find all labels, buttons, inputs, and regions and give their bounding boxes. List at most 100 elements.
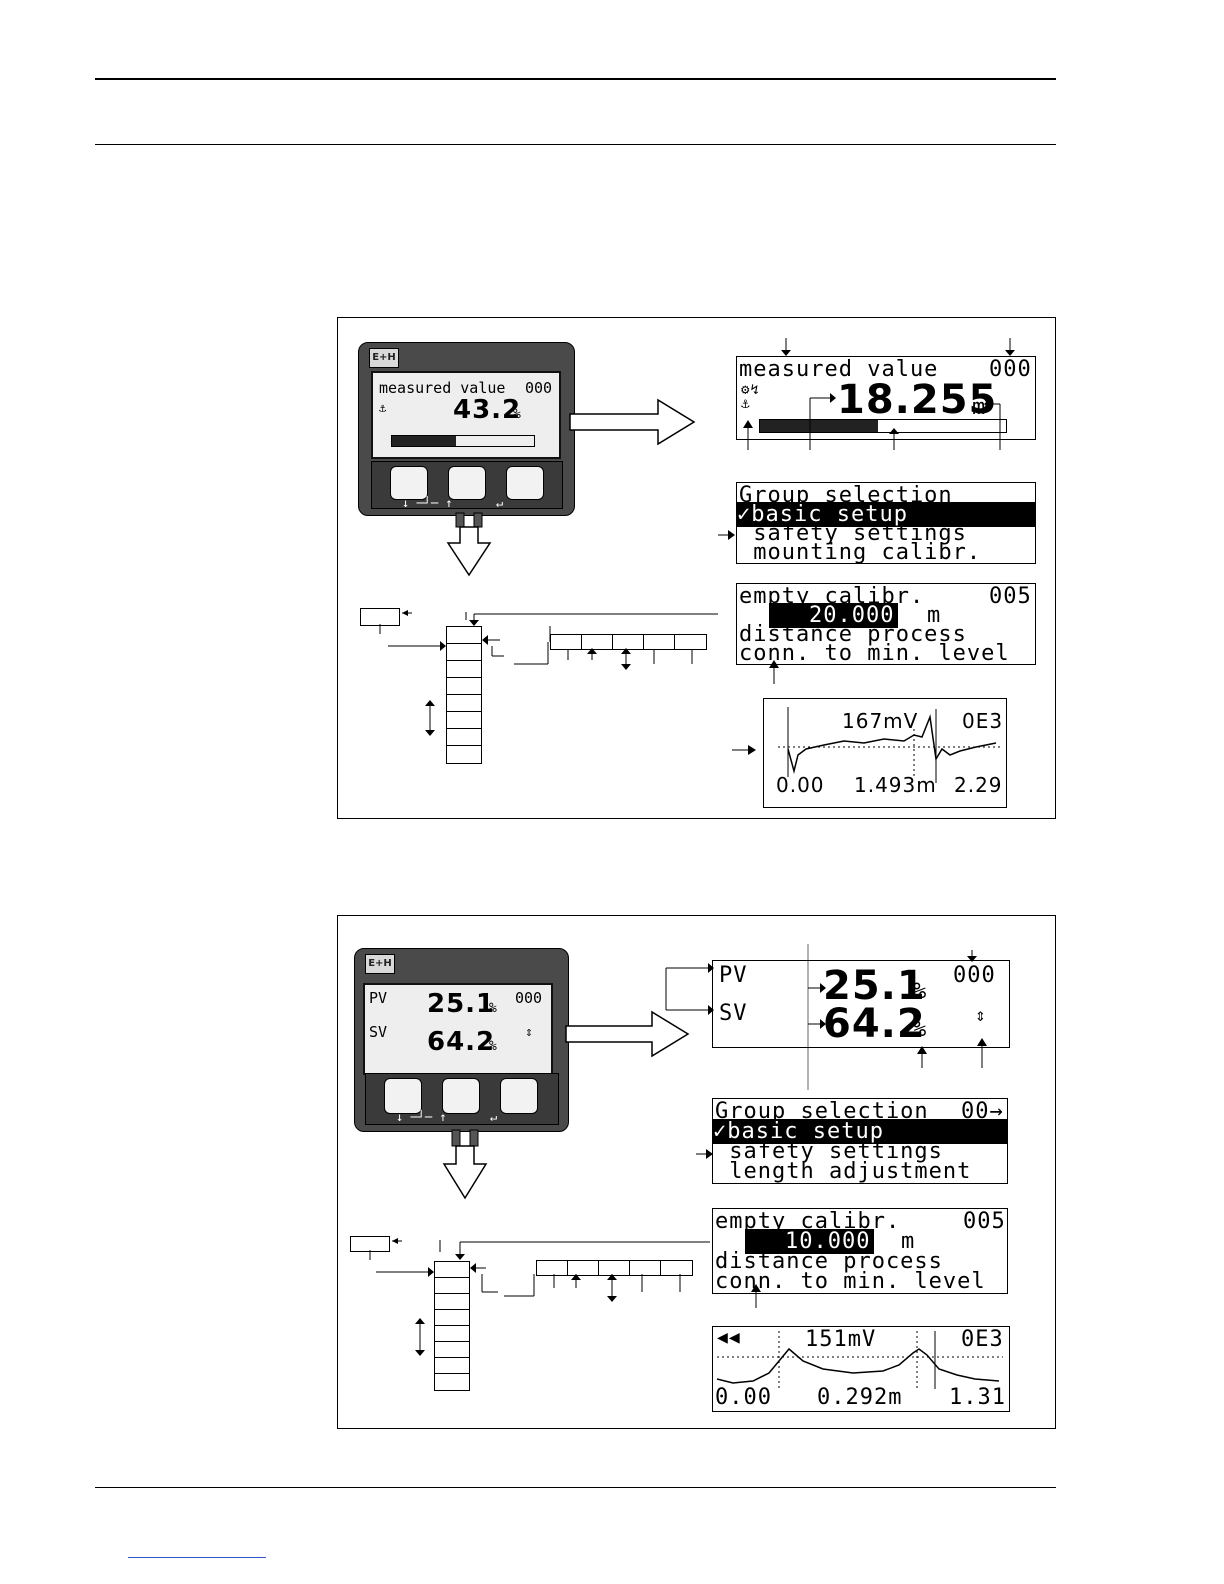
device-housing: E+H measured value 000 ⚓ 43.2 % ↓ ─┘─ ↑ … (358, 342, 575, 516)
key-symbols: ↓ ─┘─ ↑ ↵ (396, 1110, 498, 1124)
display-sv-unit: % (913, 1017, 928, 1042)
envelope-mid: 1.493m (854, 773, 937, 797)
group-pointer-icon (696, 1149, 713, 1159)
lcd-sv-value: 64.2 (427, 1027, 496, 1057)
envelope-code: 0E3 (962, 709, 1004, 733)
envelope-right: 2.29 (954, 773, 1003, 797)
lcd-sv-label: SV (369, 1023, 388, 1041)
footer-link-underline[interactable] (128, 1557, 266, 1558)
key-symbols: ↓ ─┘─ ↑ ↵ (402, 496, 504, 510)
empty-calibr-display: empty calibr. 005 10.000 m distance proc… (712, 1208, 1008, 1294)
envelope-curve-display: ◀◀ 151mV 0E3 0.00 0.292m 1.31 (712, 1326, 1010, 1412)
calibr-unit: m (901, 1229, 916, 1254)
menu-connectors (369, 1238, 710, 1356)
keypad: ↓ ─┘─ ↑ ↵ (365, 1073, 559, 1125)
header-rule-bottom (95, 144, 1056, 145)
calibr-code: 005 (989, 584, 1032, 609)
menu-row-cell (660, 1260, 693, 1276)
calibr-value[interactable]: 20.000 (769, 603, 899, 628)
envelope-left: 0.00 (776, 773, 825, 797)
group-item-length-adjustment[interactable]: length adjustment (715, 1159, 972, 1184)
menu-cell (434, 1373, 470, 1391)
envelope-signal: 151mV (805, 1327, 877, 1352)
device-housing: E+H PV 25.1 % 000 SV 64.2 % ⇕ ↓ ─┘─ ↑ ↵ (354, 948, 569, 1132)
header-rule-top (95, 78, 1056, 80)
device-lcd: PV 25.1 % 000 SV 64.2 % ⇕ (363, 983, 553, 1075)
pv-sv-display: PV 25.1 % 000 SV 64.2 % ⇕ (712, 960, 1010, 1048)
menu-connectors (379, 610, 718, 736)
group-item-mounting-calibr[interactable]: mounting calibr. (739, 540, 982, 564)
display-sv-label: SV (719, 1001, 748, 1026)
group-item-basic-setup[interactable]: ✓basic setup (737, 502, 1035, 527)
display-value: 18.255 (837, 377, 998, 423)
minus-key[interactable] (384, 1078, 422, 1114)
minus-key[interactable] (390, 466, 428, 500)
group-item-safety-settings[interactable]: safety settings (739, 521, 967, 546)
calibr-pointer-icon (751, 1284, 761, 1308)
envelope-pointer-icon (732, 745, 756, 755)
footer-rule (95, 1487, 1056, 1488)
display-status-icon: ⇕ (975, 1005, 987, 1026)
display-pv-value: 25.1 (823, 963, 926, 1009)
measured-value-display: measured value 000 ⚙↯⚓ 18.255 m (736, 356, 1036, 440)
menu-row-cell (674, 634, 707, 650)
lcd-pv-label: PV (369, 989, 388, 1007)
calibr-pointer-icon (769, 660, 779, 684)
display-sv-value: 64.2 (823, 1001, 926, 1047)
lcd-pv-unit: % (489, 1001, 497, 1016)
lcd-sv-unit: % (489, 1039, 497, 1054)
arrow-down-icon (442, 1129, 488, 1200)
arrow-down-icon (446, 512, 492, 577)
status-icons: ⚙↯⚓ (741, 382, 760, 412)
group-pointer-icon (718, 530, 735, 540)
display-pv-unit: % (913, 979, 928, 1004)
enter-key[interactable] (500, 1078, 538, 1114)
envelope-code: 0E3 (961, 1327, 1004, 1352)
calibr-unit: m (927, 603, 942, 628)
display-pv-label: PV (719, 963, 748, 988)
display-pointer-lines (665, 944, 987, 1090)
envelope-right: 1.31 (949, 1385, 1006, 1410)
display-pointer-lines (743, 338, 1015, 450)
group-item-safety-settings[interactable]: safety settings (715, 1139, 943, 1164)
lcd-value: 43.2 (453, 395, 522, 425)
lcd-status-icon: ⇕ (525, 1025, 533, 1040)
plus-key[interactable] (448, 466, 486, 500)
eh-logo: E+H (365, 954, 395, 974)
display-unit: m (972, 395, 987, 420)
figure-2: E+H PV 25.1 % 000 SV 64.2 % ⇕ ↓ ─┘─ ↑ ↵ … (337, 915, 1056, 1429)
calibr-code: 005 (963, 1209, 1006, 1234)
envelope-curve-display: 167mV 0E3 0.00 1.493m 2.29 (763, 698, 1007, 808)
calibr-line3: distance process (715, 1249, 943, 1274)
group-item-basic-setup[interactable]: ✓basic setup (713, 1119, 1007, 1144)
display-bargraph (759, 419, 1007, 433)
display-title: measured value (739, 357, 939, 382)
device-lcd: measured value 000 ⚓ 43.2 % (371, 371, 561, 459)
envelope-mid: 0.292m (817, 1385, 903, 1410)
keypad: ↓ ─┘─ ↑ ↵ (371, 461, 563, 510)
envelope-curve (716, 1331, 1003, 1389)
lcd-bargraph (391, 435, 535, 447)
envelope-curve (778, 707, 1000, 783)
arrow-to-display-icon (569, 398, 696, 446)
lcd-code: 000 (525, 379, 553, 397)
lcd-title: measured value (379, 379, 506, 397)
envelope-nav-icon[interactable]: ◀◀ (717, 1327, 741, 1348)
arrow-to-display-icon (565, 1010, 690, 1058)
lcd-status-icon: ⚓ (379, 401, 387, 415)
lcd-pv-value: 25.1 (427, 989, 496, 1019)
calibr-line4: conn. to min. level (715, 1269, 986, 1294)
envelope-left: 0.00 (715, 1385, 772, 1410)
eh-logo: E+H (369, 348, 399, 368)
empty-calibr-display: empty calibr. 005 20.000 m distance proc… (736, 583, 1036, 665)
display-code: 000 (953, 963, 996, 988)
group-selection-display: Group selection 00→ ✓basic setup safety … (712, 1098, 1008, 1184)
group-selection-display: Group selection ✓basic setup safety sett… (736, 482, 1036, 564)
calibr-line4: conn. to min. level (739, 641, 1010, 665)
calibr-line3: distance process (739, 622, 967, 647)
plus-key[interactable] (442, 1078, 480, 1114)
enter-key[interactable] (506, 466, 544, 500)
menu-cell (446, 745, 482, 764)
display-code: 000 (989, 357, 1032, 382)
calibr-value[interactable]: 10.000 (745, 1229, 875, 1254)
